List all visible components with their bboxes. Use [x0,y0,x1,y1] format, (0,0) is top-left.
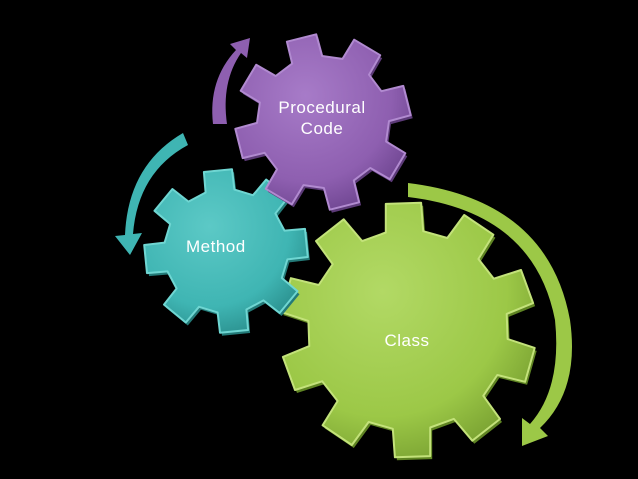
purple-cycle-arrow [212,38,250,124]
method-gear-body [143,168,309,334]
procedural-code-gear [234,33,413,213]
procedural-gear-body [234,33,412,211]
green-cycle-arrow [408,183,572,446]
method-label: Method [186,237,246,256]
class-gear [280,201,537,461]
teal-cycle-arrow [115,133,188,255]
procedural-code-label: Procedural Code [278,98,366,139]
method-gear [143,168,310,336]
class-gear-body [280,201,536,459]
class-label: Class [384,331,430,350]
